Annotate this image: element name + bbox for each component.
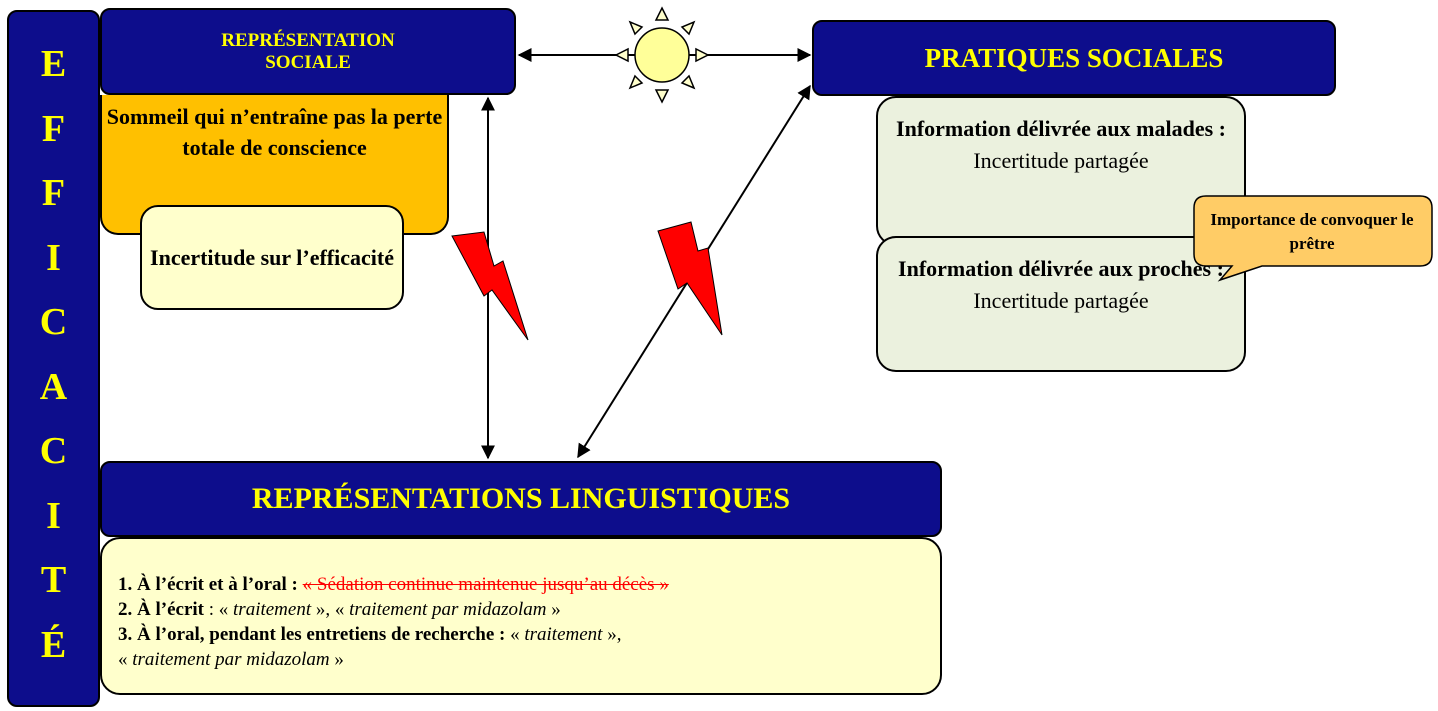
ling-line-1-struck: « Sédation continue maintenue jusqu’au d… <box>302 574 669 595</box>
representation-sociale-title-line2: SOCIALE <box>265 51 351 73</box>
ling-line-3-term1: traitement <box>524 624 603 645</box>
efficacite-letter: É <box>40 623 67 666</box>
efficacite-letter: C <box>39 430 68 472</box>
efficacite-letter: E <box>40 43 67 85</box>
callout-bubble <box>1193 195 1433 282</box>
representation-sociale-title-line1: REPRÉSENTATION <box>221 29 395 51</box>
efficacite-letter: F <box>41 107 66 150</box>
efficacite-bar: E F F I C A C I T É <box>7 10 100 707</box>
efficacite-letters: E F F I C A C I T É <box>9 32 98 705</box>
lightning-icon <box>451 231 529 341</box>
efficacite-letter: F <box>41 172 66 214</box>
ling-line-3-open2: « <box>118 649 133 670</box>
info-malades-text: Incertitude partagée <box>973 148 1149 173</box>
efficacite-letter: T <box>40 559 67 601</box>
efficacite-letter: C <box>39 301 68 343</box>
efficacite-letter: A <box>39 365 68 408</box>
incertitude-text: Incertitude sur l’efficacité <box>150 244 394 270</box>
ling-line-4: « traitement par midazolam » <box>118 647 940 672</box>
ling-line-1-label: 1. À l’écrit et à l’oral : <box>118 574 298 595</box>
ling-line-2-term2: traitement par midazolam <box>349 599 547 620</box>
representation-sociale-title: REPRÉSENTATION SOCIALE <box>100 8 516 95</box>
ling-line-3-end: » <box>329 649 344 670</box>
ling-line-2-sep: : « <box>203 599 234 620</box>
representations-linguistiques-box: 1. À l’écrit et à l’oral : « Sédation co… <box>100 537 942 695</box>
info-malades-heading: Information délivrée aux malades : <box>896 116 1226 141</box>
ling-line-3-open: « <box>505 624 525 645</box>
lightning-icon <box>657 221 723 336</box>
ling-line-2: 2. À l’écrit : « traitement », « traitem… <box>118 597 940 622</box>
pratiques-sociales-title: PRATIQUES SOCIALES <box>812 20 1336 96</box>
ling-line-3: 3. À l’oral, pendant les entretiens de r… <box>118 622 940 647</box>
representation-sociale-content: Sommeil qui n’entraîne pas la perte tota… <box>106 104 443 160</box>
pratiques-sociales-title-text: PRATIQUES SOCIALES <box>924 42 1224 73</box>
efficacite-letter: I <box>46 494 61 537</box>
ling-line-2-label: 2. À l’écrit <box>118 599 204 620</box>
efficacite-letter: I <box>46 236 61 279</box>
representations-linguistiques-title-text: REPRÉSENTATIONS LINGUISTIQUES <box>251 482 791 515</box>
ling-line-3-mid: », <box>602 624 622 645</box>
info-proches-box: Information délivrée aux proches : Incer… <box>876 236 1246 372</box>
ling-line-3-term2: traitement par midazolam <box>132 649 330 670</box>
ling-line-2-mid: », « <box>311 599 350 620</box>
ling-line-2-end: » <box>546 599 561 620</box>
info-malades-box: Information délivrée aux malades : Incer… <box>876 96 1246 246</box>
incertitude-box: Incertitude sur l’efficacité <box>140 205 404 310</box>
ling-line-1: 1. À l’écrit et à l’oral : « Sédation co… <box>118 572 940 597</box>
ling-line-3-label: 3. À l’oral, pendant les entretiens de r… <box>118 624 506 645</box>
representations-linguistiques-title: REPRÉSENTATIONS LINGUISTIQUES <box>100 461 942 537</box>
callout-shape <box>1193 195 1433 282</box>
info-proches-text: Incertitude partagée <box>973 288 1149 313</box>
info-proches-heading: Information délivrée aux proches : <box>898 256 1224 281</box>
ling-line-2-term1: traitement <box>233 599 312 620</box>
sun-icon <box>614 6 710 104</box>
callout-text: Importance de convoquer le prêtre <box>1210 210 1414 253</box>
